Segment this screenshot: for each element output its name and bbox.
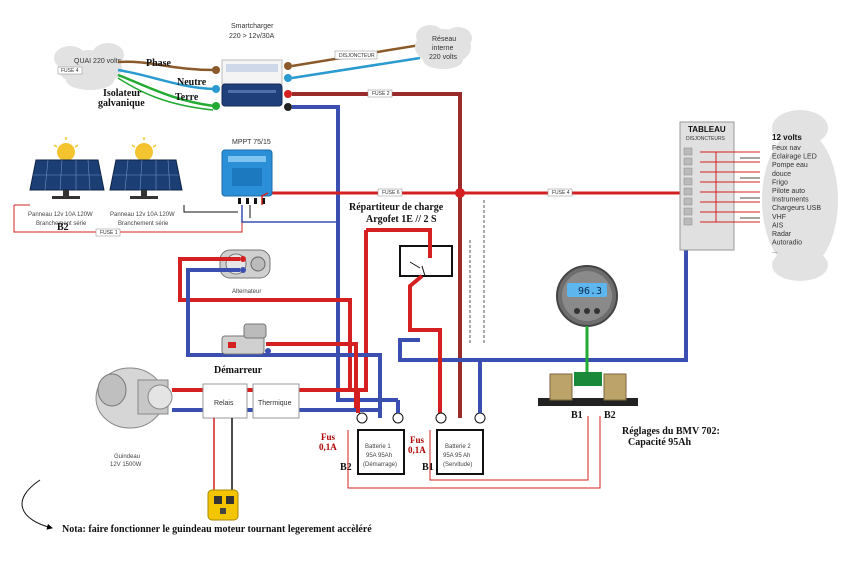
- isolateur-label-1: Isolateur: [103, 88, 142, 99]
- demarreur: Démarreur: [214, 323, 271, 376]
- terre-wire-2: [117, 77, 214, 111]
- batt1-label-1: Batterie 1: [365, 444, 391, 450]
- relais-label: Relais: [214, 400, 234, 407]
- panel2-label-2: Branchement série: [118, 221, 169, 227]
- main-negative-bus: [398, 220, 688, 362]
- fus-b-label-2: 0,1A: [408, 445, 426, 455]
- circuit-item: ...: [772, 248, 778, 255]
- phase-wire: [117, 60, 216, 72]
- thermique-box: [252, 383, 300, 419]
- repartiteur-box: [399, 245, 453, 277]
- neutre-label: Neutre: [177, 77, 207, 88]
- quai-cloud: QUAI 220 volts FUSE 4: [54, 43, 124, 90]
- note-label: Nota: faire fonctionner le guindeau mote…: [62, 524, 372, 535]
- charger-positive-wire: [292, 92, 462, 418]
- circuit-item: douce: [772, 171, 791, 178]
- terre-wire: [117, 73, 215, 108]
- reseau-label-3: 220 volts: [429, 54, 458, 61]
- bmv-monitor: 96.3: [556, 265, 618, 327]
- circuit-item: Feux nav: [772, 145, 801, 152]
- circuit-item: VHF: [772, 214, 786, 221]
- reglages-label-2: Capacité 95Ah: [628, 437, 691, 448]
- alternateur-label: Alternateur: [232, 289, 261, 295]
- guindeau-label-2: 12V 1500W: [110, 462, 142, 468]
- fuse6-label: FUSE 6: [382, 190, 400, 196]
- mppt-label: MPPT 75/15: [232, 139, 271, 146]
- telecommande: [207, 489, 239, 521]
- repartiteur-label-2: Argofet 1E // 2 S: [366, 214, 437, 225]
- smartcharger: Smartcharger 220 > 12v/30A: [221, 23, 283, 107]
- circuit-item: Eclairage LED: [772, 154, 817, 161]
- neutre-wire: [117, 68, 215, 91]
- reglages-label-1: Réglages du BMV 702:: [622, 426, 720, 437]
- circuit-item: Radar: [772, 231, 792, 238]
- fuse1-label: FUSE 1: [100, 230, 118, 236]
- guindeau: Guindeau 12V 1500W: [95, 367, 173, 468]
- circuit-item: Instruments: [772, 197, 809, 204]
- fuse-quai-label: FUSE 4: [61, 68, 79, 74]
- disjoncteur-box: [334, 50, 378, 60]
- batterie-2: Batterie 2 95A 95 Ah (Servitude): [435, 412, 486, 475]
- circuit-item: Pompe eau: [772, 162, 808, 169]
- isolateur-label-2: galvanique: [98, 98, 145, 109]
- smartcharger-label-1: Smartcharger: [231, 23, 274, 30]
- circuits-title: 12 volts: [772, 133, 802, 142]
- disjoncteur-label: DISJONCTEUR: [339, 53, 375, 59]
- demarreur-label: Démarreur: [214, 365, 263, 376]
- tableau-label-1: TABLEAU: [688, 125, 726, 134]
- fuse2-label: FUSE 2: [372, 91, 390, 97]
- bmv-display: 96.3: [578, 286, 602, 297]
- circuit-item: Autoradio: [772, 240, 802, 247]
- shunt-b1-label: B1: [571, 410, 583, 421]
- repartiteur-label-1: Répartiteur de charge: [349, 202, 444, 213]
- shunt: [538, 372, 638, 406]
- mppt-controller: MPPT 75/15: [221, 139, 273, 204]
- solar-panels: [29, 137, 183, 199]
- batt1-label-3: (Démarrage): [363, 462, 397, 468]
- terre-label: Terre: [175, 92, 199, 103]
- reseau-cloud: Réseau interne 220 volts: [415, 25, 472, 69]
- batt2-label-3: (Servitude): [443, 462, 472, 468]
- panel-b2-label: B2: [57, 222, 69, 233]
- thermique-label: Thermique: [258, 400, 292, 407]
- fuse4-label: FUSE 4: [552, 190, 570, 196]
- phase-label: Phase: [146, 58, 172, 69]
- smartcharger-label-2: 220 > 12v/30A: [229, 33, 275, 40]
- fus-a-label-2: 0,1A: [319, 442, 337, 452]
- shunt-b2-label: B2: [604, 410, 616, 421]
- tableau-disjoncteurs: TABLEAU DISJONCTEURS: [679, 121, 760, 251]
- batt2-label-1: Batterie 2: [445, 444, 471, 450]
- guindeau-label-1: Guindeau: [114, 454, 140, 460]
- alternateur: Alternateur: [219, 249, 271, 295]
- tableau-label-2: DISJONCTEURS: [686, 136, 726, 142]
- batt-b1-label: B1: [422, 462, 434, 473]
- batt1-label-2: 95A 95Ah: [366, 453, 392, 459]
- reseau-label-2: interne: [432, 45, 454, 52]
- fus-b-label-1: Fus: [410, 435, 425, 445]
- panel1-label-1: Panneau 12v 10A 120W: [28, 212, 93, 218]
- panel1-label-2: Branchement série: [36, 221, 87, 227]
- fus-a-label-1: Fus: [321, 432, 336, 442]
- batterie-1: Batterie 1 95A 95Ah (Démarrage): [356, 412, 405, 475]
- alternateur-positive-wire: [178, 257, 352, 390]
- circuit-item: Frigo: [772, 179, 788, 186]
- charger-negative-wire: [292, 105, 398, 402]
- reseau-label-1: Réseau: [432, 36, 456, 43]
- quai-label: QUAI 220 volts: [74, 58, 122, 65]
- circuit-item: AIS: [772, 222, 784, 229]
- alternateur-negative-wire: [186, 268, 382, 418]
- relais-box: [202, 383, 248, 419]
- panel2-label-1: Panneau 12v 10A 120W: [110, 212, 175, 218]
- batt-b2-label: B2: [340, 462, 352, 473]
- circuit-item: Pilote auto: [772, 188, 805, 195]
- fuse-quai: [57, 66, 83, 75]
- batt2-label-2: 95A 95 Ah: [443, 453, 470, 459]
- circuit-item: Chargeurs USB: [772, 205, 821, 212]
